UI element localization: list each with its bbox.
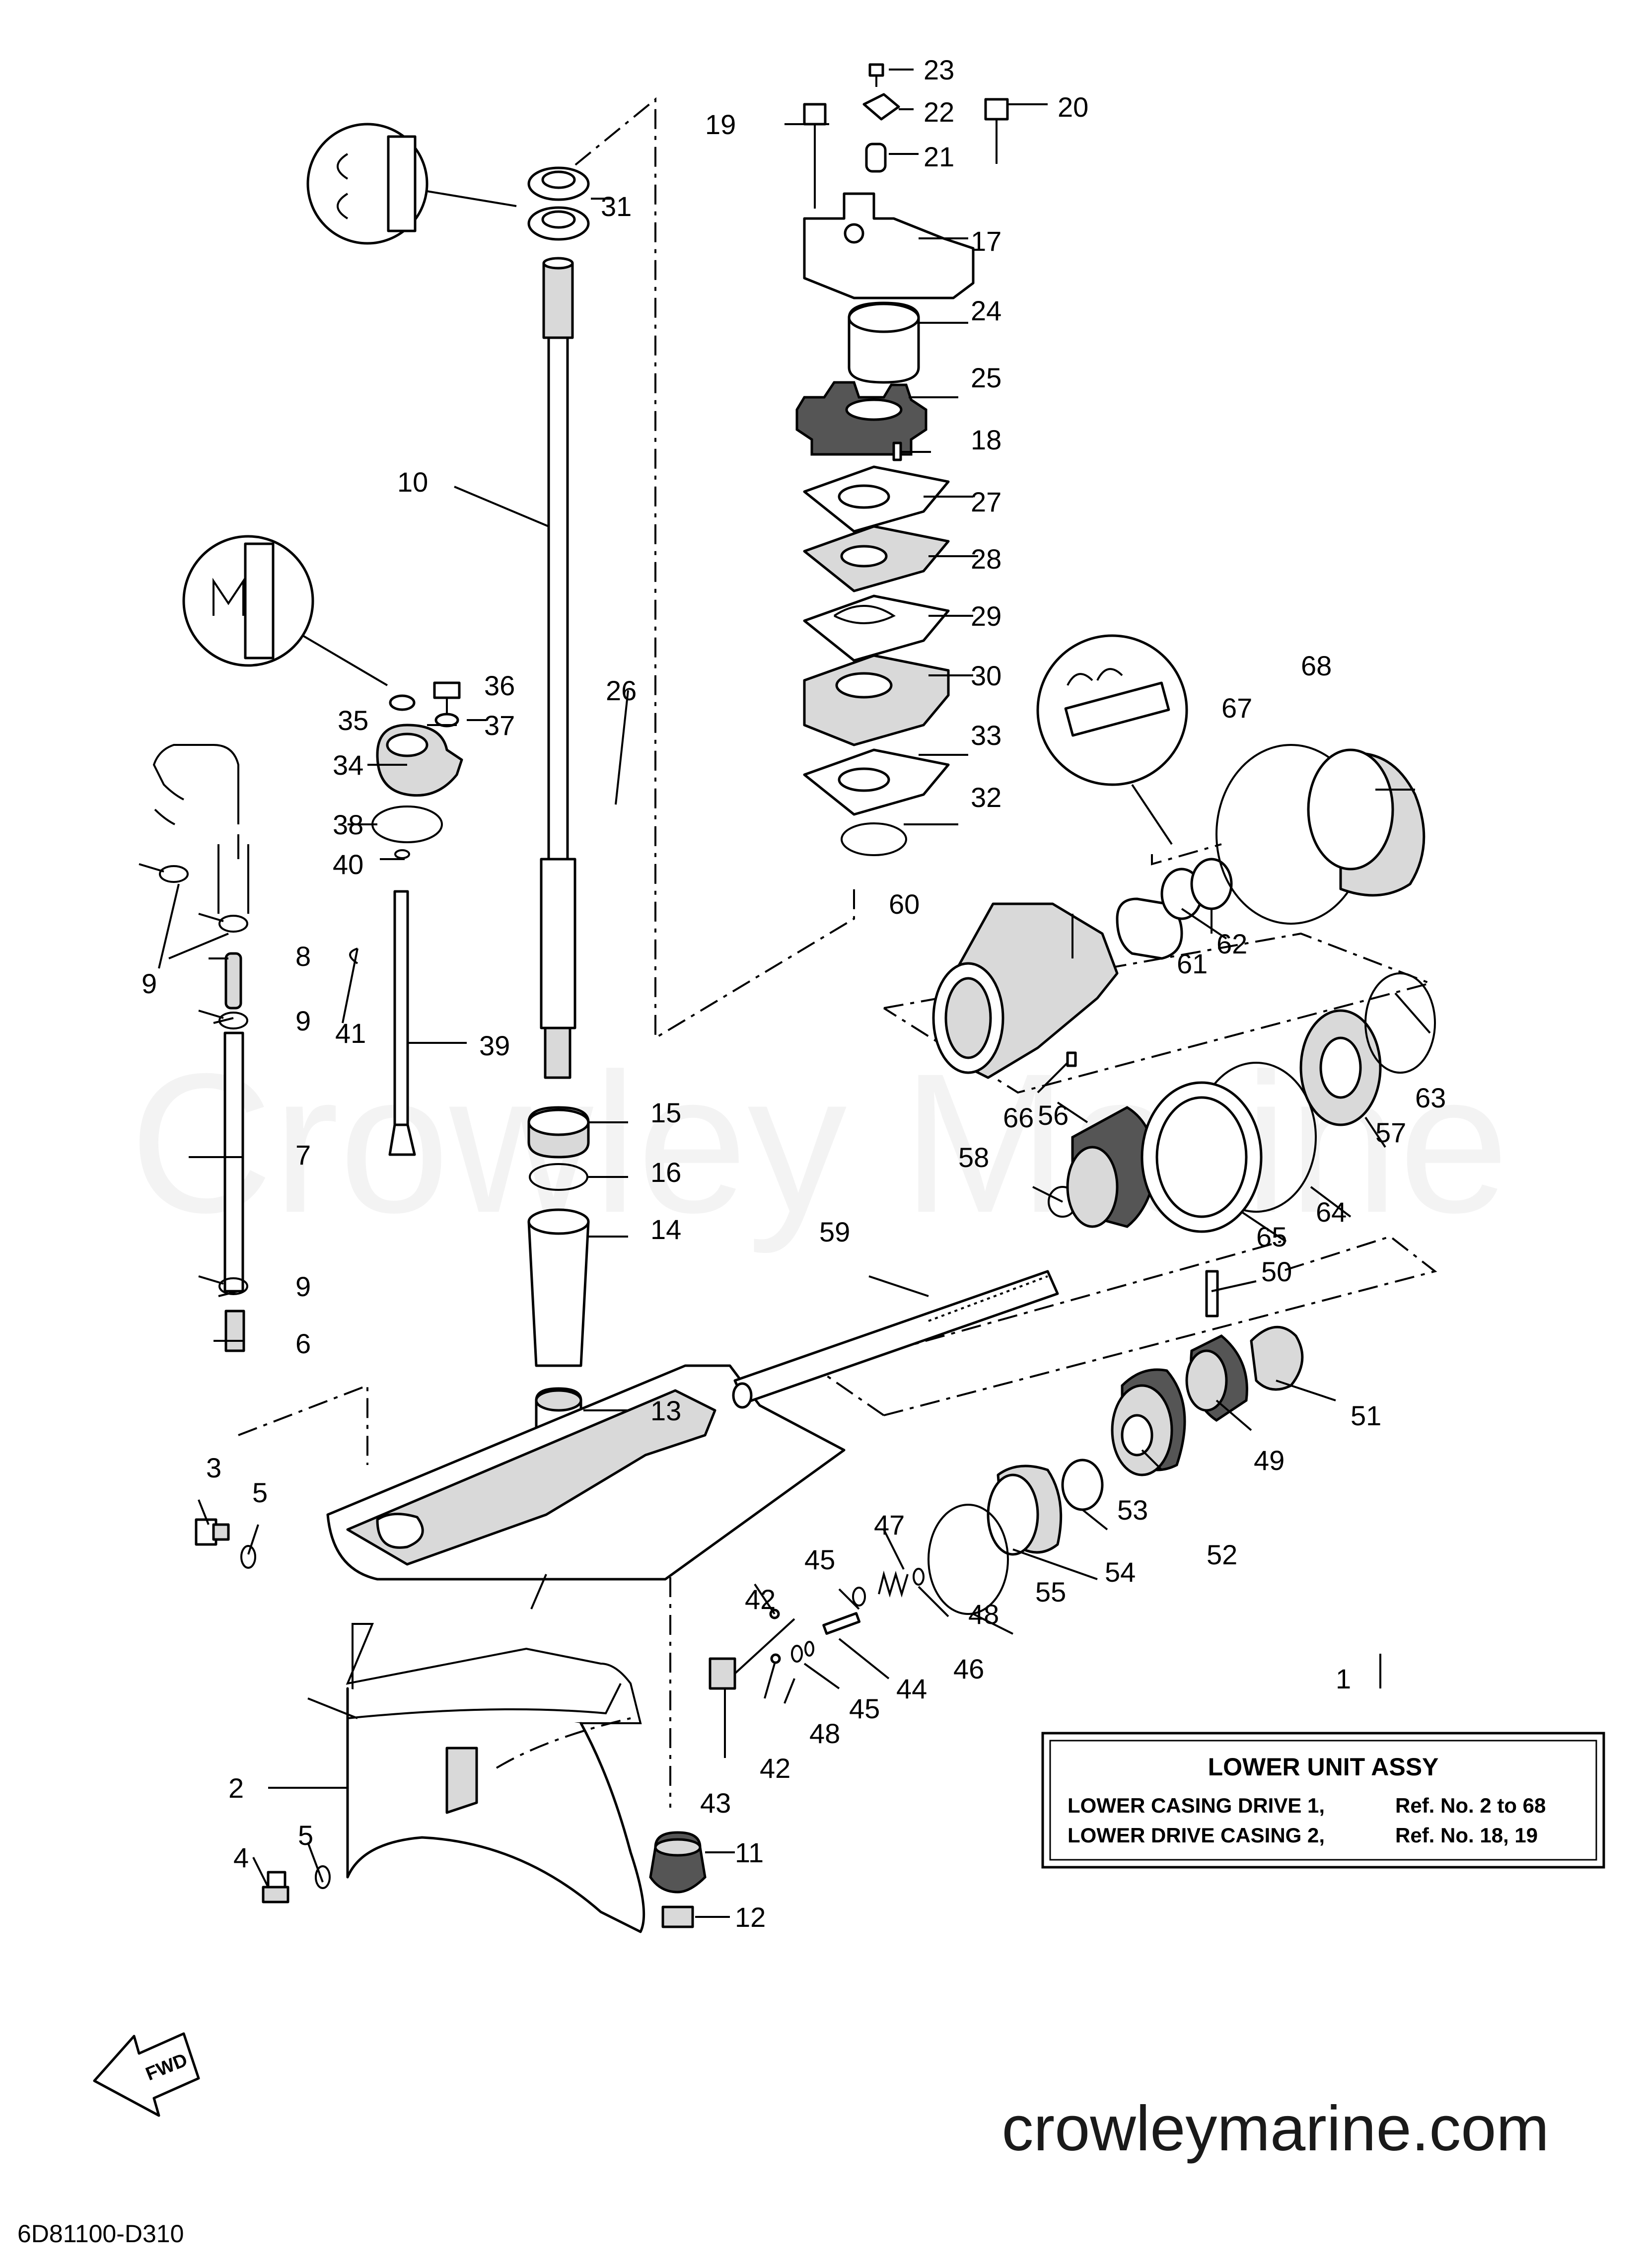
- callout: 5: [298, 1820, 313, 1851]
- callout: 10: [397, 466, 428, 498]
- assembly-row-name: LOWER DRIVE CASING 2,: [1068, 1824, 1325, 1847]
- pinion-gear: [649, 1831, 707, 1928]
- callout: 1: [1336, 1663, 1351, 1694]
- assembly-row-ref: Ref. No. 18, 19: [1395, 1824, 1538, 1847]
- callout: 48: [809, 1718, 840, 1749]
- callout: 27: [971, 486, 1001, 517]
- callout: 2: [228, 1772, 244, 1804]
- callout: 4: [233, 1842, 249, 1873]
- assembly-title: LOWER UNIT ASSY: [1208, 1753, 1439, 1781]
- callout: 46: [953, 1653, 984, 1684]
- callout: 63: [1415, 1082, 1446, 1113]
- callout: 33: [971, 720, 1001, 751]
- callout: 15: [650, 1097, 681, 1128]
- callout: 54: [1105, 1556, 1136, 1588]
- drive-shaft-assembly: [527, 166, 590, 1449]
- callout: 45: [849, 1693, 880, 1724]
- callout: 35: [338, 705, 368, 736]
- callout: 66: [1003, 1102, 1034, 1133]
- callout: 17: [971, 225, 1001, 257]
- callout: 6: [295, 1328, 311, 1359]
- callout: 3: [206, 1452, 221, 1483]
- callout: 30: [971, 660, 1001, 691]
- callout: 58: [958, 1142, 989, 1173]
- callout: 60: [889, 888, 920, 920]
- callout: 31: [601, 191, 632, 222]
- callout: 47: [874, 1509, 905, 1540]
- lubricant-symbol-cc-top: [306, 123, 517, 245]
- callout: 26: [606, 675, 637, 706]
- callout: 64: [1316, 1196, 1347, 1228]
- callout: 44: [896, 1673, 927, 1704]
- assembly-row-ref: Ref. No. 2 to 68: [1395, 1794, 1546, 1817]
- diagram-code: 6D81100-D310: [17, 2220, 184, 2248]
- callout: 34: [333, 749, 363, 781]
- callout: 43: [700, 1787, 731, 1819]
- assembly-table: LOWER UNIT ASSY LOWER CASING DRIVE 1, Re…: [1041, 1732, 1605, 1869]
- callout: 29: [971, 600, 1001, 632]
- callout: 21: [924, 141, 954, 172]
- callout: 12: [735, 1902, 766, 1933]
- callout: 41: [335, 1018, 366, 1049]
- forward-gear-assembly: [928, 1270, 1304, 1615]
- callout: 5: [252, 1477, 268, 1508]
- callout: 9: [295, 1005, 311, 1036]
- callout: 14: [650, 1214, 681, 1245]
- callout: 25: [971, 362, 1001, 393]
- callout: 11: [735, 1837, 764, 1868]
- callout: 9: [142, 968, 157, 999]
- callout: 59: [819, 1216, 850, 1247]
- callout: 38: [333, 809, 363, 840]
- callout: 19: [705, 109, 736, 140]
- callout: 52: [1207, 1539, 1237, 1570]
- callout: 57: [1375, 1117, 1406, 1148]
- callout: 68: [1301, 650, 1332, 681]
- callout: 42: [745, 1584, 776, 1615]
- callout: 16: [650, 1157, 681, 1188]
- callout: 39: [479, 1030, 510, 1061]
- callout: 61: [1177, 948, 1208, 979]
- water-pump-stack: [795, 63, 1009, 856]
- lower-casing: [326, 1364, 846, 1933]
- callout: 13: [650, 1395, 681, 1426]
- propeller-shaft: [732, 1106, 1158, 1409]
- shift-rod-assembly: [349, 681, 463, 1156]
- callout: 56: [1038, 1099, 1069, 1131]
- callout: 49: [1254, 1445, 1285, 1476]
- callout: 37: [484, 710, 515, 741]
- assembly-row-name: LOWER CASING DRIVE 1,: [1068, 1794, 1325, 1817]
- callout: 28: [971, 543, 1001, 575]
- callout: 45: [804, 1544, 835, 1575]
- shift-plunger-assembly: [709, 1568, 925, 1690]
- callout: 50: [1261, 1256, 1292, 1287]
- fwd-arrow: FWD: [93, 2032, 200, 2117]
- callout: 65: [1256, 1221, 1287, 1252]
- callout: 67: [1221, 692, 1252, 724]
- callout: 9: [295, 1271, 311, 1302]
- callout: 53: [1117, 1494, 1148, 1526]
- callout: 23: [924, 54, 954, 85]
- callout: 7: [295, 1139, 311, 1171]
- water-tube-assembly: [139, 744, 331, 1903]
- lubricant-symbol-m: [182, 535, 388, 686]
- leader-lines: [158, 69, 1431, 1918]
- callout: 55: [1035, 1576, 1066, 1608]
- callout: 22: [924, 96, 954, 128]
- callout: 42: [760, 1753, 790, 1784]
- callout: 18: [971, 424, 1001, 455]
- website-url: crowleymarine.com: [1002, 2093, 1550, 2164]
- callout-labels: 23 19 22 20 21 31 17 24 25 18 10 27 28 2…: [142, 54, 1446, 1933]
- callout: 48: [968, 1599, 999, 1630]
- callout: 8: [295, 941, 311, 972]
- lubricant-symbol-cc-right: [1036, 634, 1188, 845]
- callout: 51: [1351, 1400, 1381, 1431]
- callout: 62: [1216, 928, 1247, 959]
- callout: 36: [484, 670, 515, 701]
- callout: 40: [333, 849, 363, 880]
- callout: 20: [1058, 91, 1088, 123]
- callout: 32: [971, 782, 1001, 813]
- callout: 24: [971, 295, 1001, 326]
